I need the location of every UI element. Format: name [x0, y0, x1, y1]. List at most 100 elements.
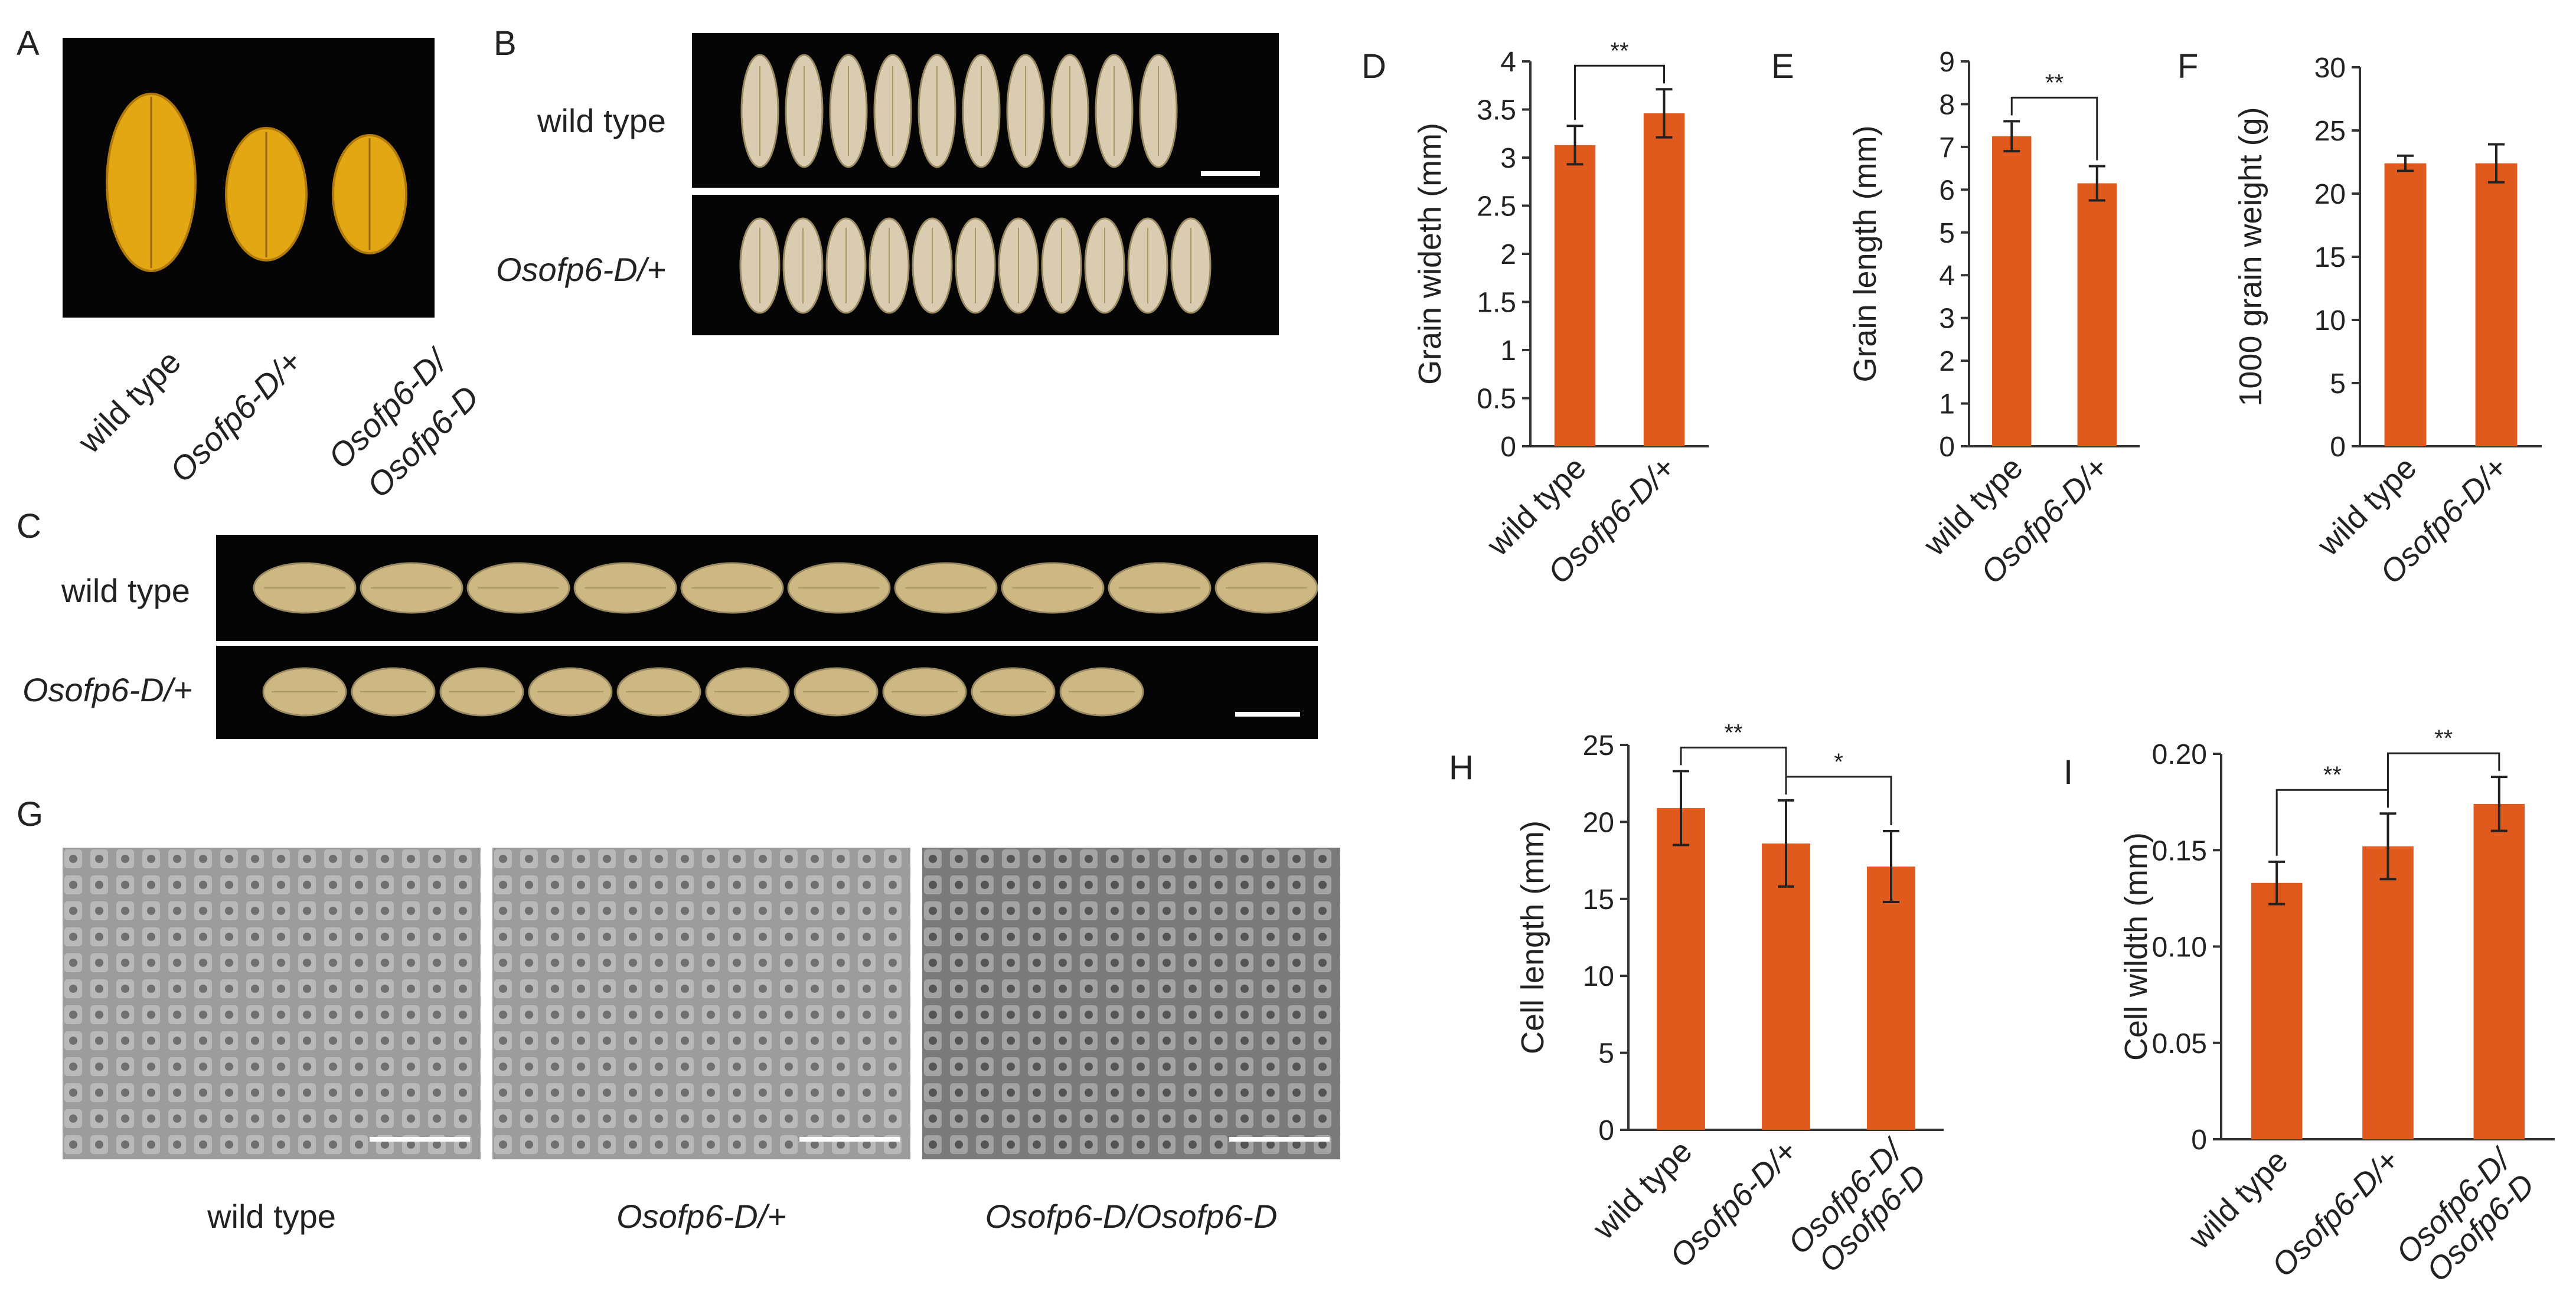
y-axis-label: 1000 grain weight (g): [2233, 107, 2268, 406]
bar: [1867, 867, 1915, 1130]
significance-label: **: [1610, 38, 1628, 64]
y-tick-label: 0.10: [2152, 932, 2207, 963]
y-tick-label: 1.5: [1477, 287, 1516, 319]
y-tick-label: 7: [1939, 132, 1955, 164]
y-tick-label: 4: [1939, 260, 1955, 292]
y-tick-label: 0.20: [2152, 739, 2207, 770]
panel-letter-g: G: [17, 795, 44, 833]
bar: [2077, 183, 2117, 446]
significance-bracket: [1680, 746, 1787, 795]
sem-image-osofp6-d-plus: [492, 848, 910, 1159]
x-tick-label: wild type: [1480, 450, 1593, 563]
scale-bar: [370, 1137, 470, 1142]
x-tick-label: Osofp6-D/Osofp6-D: [1781, 1132, 1935, 1286]
y-tick-label: 5: [1598, 1038, 1614, 1070]
y-tick-label: 0: [2191, 1125, 2207, 1156]
bar: [2384, 163, 2427, 446]
y-tick-label: 10: [2314, 305, 2346, 336]
y-tick-label: 1: [1939, 389, 1955, 420]
sem-texture: [63, 848, 481, 1159]
y-tick-label: 0: [1598, 1115, 1614, 1146]
y-axis-label: Grain wideth (mm): [1412, 123, 1448, 385]
y-tick-label: 25: [1583, 730, 1614, 761]
significance-label: *: [1834, 749, 1843, 775]
y-tick-label: 1: [1500, 335, 1516, 367]
x-tick-label: wild type: [2182, 1143, 2295, 1256]
significance-label: **: [1724, 720, 1742, 746]
label-c-wild-type: wild type: [61, 572, 190, 609]
bar: [1643, 113, 1685, 446]
panel-letter-a: A: [17, 24, 40, 63]
caption-g-osofp6-d-homozygous: Osofp6-D/Osofp6-D: [985, 1198, 1278, 1235]
sem-texture: [922, 848, 1340, 1159]
panel-letter-i: I: [2064, 753, 2073, 792]
bar: [2251, 882, 2303, 1139]
bar: [1762, 843, 1810, 1130]
y-tick-label: 9: [1939, 47, 1955, 78]
bar: [1554, 145, 1596, 446]
significance-bracket: [1574, 64, 1665, 120]
x-tick-label: wild type: [1917, 450, 2030, 563]
y-tick-label: 30: [2314, 53, 2346, 84]
y-tick-label: 2: [1939, 346, 1955, 377]
panel-letter-h: H: [1449, 748, 1474, 787]
label-a-osofp6-d-plus: Osofp6-D/+: [162, 342, 309, 489]
scale-bar: [1201, 171, 1260, 176]
y-tick-label: 0: [2330, 432, 2346, 463]
significance-bracket: [1785, 776, 1892, 826]
bar: [2473, 803, 2525, 1139]
significance-bracket: [2275, 789, 2389, 856]
y-tick-label: 25: [2314, 116, 2346, 147]
scale-bar: [1235, 712, 1300, 717]
seed-photo-a: [63, 38, 435, 318]
grain-photo-c-wild-type: [216, 535, 1318, 641]
y-tick-label: 20: [1583, 807, 1614, 838]
significance-label: **: [2323, 762, 2342, 788]
y-tick-label: 0.5: [1477, 384, 1516, 415]
x-tick-label: Osofp6-D/+: [2265, 1143, 2406, 1284]
x-tick-label: Osofp6-D/Osofp6-D: [2389, 1141, 2544, 1295]
x-tick-label: wild type: [1586, 1133, 1699, 1247]
y-tick-label: 3: [1939, 303, 1955, 335]
y-tick-label: 0: [1939, 432, 1955, 463]
label-c-osofp6-d-plus: Osofp6-D/+: [22, 671, 192, 708]
x-tick-label: Osofp6-D/+: [1541, 450, 1682, 591]
chart-f: F 0 5 10 15 20 25 30 1000 grain weight (g) wild t…: [2177, 47, 2542, 591]
y-tick-label: 3: [1500, 143, 1516, 174]
panel-letter-d: D: [1362, 47, 1386, 86]
y-tick-label: 2: [1500, 239, 1516, 270]
y-tick-label: 10: [1583, 961, 1614, 992]
sem-image-wild-type: [63, 848, 481, 1159]
y-tick-label: 3.5: [1477, 95, 1516, 126]
y-axis-label: Grain length (mm): [1847, 125, 1883, 382]
grains-c-osofp6-d-plus: [262, 667, 1144, 717]
y-tick-label: 5: [2330, 368, 2346, 400]
panel-letter-f: F: [2177, 47, 2198, 86]
grain-photo-c-osofp6-d-plus: [216, 646, 1318, 739]
caption-g-wild-type: wild type: [207, 1198, 336, 1235]
y-tick-label: 0: [1500, 432, 1516, 463]
y-tick-label: 20: [2314, 179, 2346, 210]
label-b-wild-type: wild type: [537, 102, 666, 139]
y-tick-label: 4: [1500, 47, 1516, 78]
y-tick-label: 15: [2314, 242, 2346, 273]
significance-bracket: [2010, 96, 2098, 161]
label-a-wild-type: wild type: [70, 342, 188, 460]
panel-letter-e: E: [1771, 47, 1794, 86]
grain-photo-b-wild-type: [692, 33, 1279, 188]
significance-label: **: [2434, 725, 2453, 751]
grain-photo-b-osofp6-d-plus: [692, 195, 1279, 335]
x-tick-label: wild type: [2310, 450, 2424, 563]
husk-illustration: [106, 93, 407, 272]
sem-image-osofp6-d-homozygous: [922, 848, 1340, 1159]
x-tick-label: Osofp6-D/+: [1663, 1133, 1804, 1274]
sem-texture: [492, 848, 910, 1159]
bar: [1657, 808, 1705, 1130]
y-tick-label: 15: [1583, 884, 1614, 916]
x-tick-label: Osofp6-D/+: [2373, 450, 2515, 591]
y-tick-label: 0.15: [2152, 835, 2207, 867]
significance-bracket: [2387, 752, 2500, 808]
